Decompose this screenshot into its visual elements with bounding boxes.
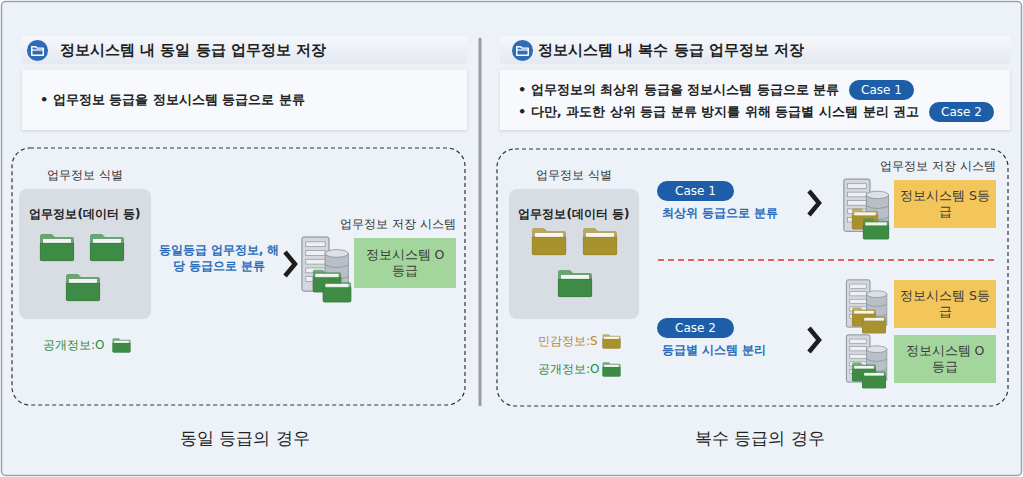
box-text: • 다만, 과도한 상위 등급 분류 방지를 위해 등급별 시스템 분리 권고: [518, 101, 919, 123]
dashed-region: [12, 148, 465, 405]
folder-icon: [40, 234, 74, 261]
box-text: 정보시스템 S등급: [894, 288, 996, 321]
system-box: 업무정보 저장 시스템정보시스템 O등급: [354, 238, 456, 288]
flow-label: 최상위 등급으로 분류: [662, 205, 778, 222]
box-text: Case 2: [663, 318, 728, 338]
chevron-arrow: [809, 191, 819, 215]
chevron-arrow: [285, 252, 295, 276]
folder-icon: [852, 362, 876, 381]
box-text: Case 1: [663, 181, 728, 201]
folder-icon: [863, 219, 889, 240]
folder-icon: [583, 228, 617, 255]
box-heading: 업무정보 식별: [0, 167, 171, 184]
bullet-box: • 업무정보 등급을 정보시스템 등급으로 분류: [22, 70, 467, 130]
box-heading: 업무정보 식별: [489, 167, 659, 184]
header-bar: 정보시스템 내 복수 등급 업무정보 저장: [500, 36, 1010, 64]
case-pill: Case 2: [657, 318, 734, 338]
folder-icon: [862, 369, 886, 388]
box-heading: 업무정보 저장 시스템: [880, 158, 996, 175]
legend-note: 공개정보:O: [43, 337, 105, 354]
box-text: 정보시스템 S등급: [894, 188, 996, 221]
bullet-box: • 업무정보의 최상위 등급을 정보시스템 등급으로 분류• 다만, 과도한 상…: [500, 70, 1010, 130]
panel-caption: 복수 등급의 경우: [660, 427, 860, 450]
folder-icon: [532, 228, 566, 255]
server-icon: [846, 335, 887, 383]
flow-label: 동일등급 업무정보, 해당 등급으로 분류: [158, 242, 280, 274]
case-pill: Case 2: [929, 102, 994, 122]
box-text: Case 1: [849, 80, 914, 100]
folder-icon: [90, 234, 124, 261]
dashed-region: [497, 149, 1008, 406]
server-icon: [846, 280, 887, 328]
folder-icon: [603, 334, 621, 348]
legend-note: 공개정보:O: [538, 361, 600, 378]
box-text: 정보시스템 내 동일 등급 업무정보 저장: [22, 36, 467, 64]
case-pill: Case 1: [657, 181, 734, 201]
legend-note: 민감정보:S: [538, 333, 598, 350]
box-text: 업무정보(데이터 등): [19, 189, 151, 223]
header-icon: [27, 40, 48, 61]
case-pill: Case 1: [849, 80, 914, 100]
folder-icon: [852, 307, 876, 326]
box-heading: 업무정보 저장 시스템: [340, 216, 456, 233]
box-text: 정보시스템 O등급: [354, 247, 456, 280]
folder-icon: [603, 362, 621, 376]
folder-icon: [323, 280, 351, 303]
folder-icon: [558, 270, 592, 297]
folder-icon: [66, 274, 100, 301]
box-text: 업무정보(데이터 등): [509, 189, 639, 223]
system-box: 정보시스템 O등급: [894, 335, 996, 383]
box-text: 정보시스템 O등급: [894, 343, 996, 376]
data-box: 업무정보 식별업무정보(데이터 등): [19, 189, 151, 319]
box-text: 정보시스템 내 복수 등급 업무정보 저장: [500, 36, 1010, 64]
header-bar: 정보시스템 내 동일 등급 업무정보 저장: [22, 36, 467, 64]
panel-separator: [479, 38, 482, 406]
data-box: 업무정보 식별업무정보(데이터 등): [509, 189, 639, 319]
folder-icon: [852, 209, 878, 230]
flow-label: 등급별 시스템 분리: [662, 342, 766, 359]
chevron-arrow: [809, 328, 819, 352]
server-icon: [302, 237, 348, 292]
box-text: Case 2: [929, 102, 994, 122]
folder-icon: [313, 270, 341, 293]
box-text: • 업무정보 등급을 정보시스템 등급으로 분류: [40, 89, 305, 111]
folder-icon: [113, 338, 131, 352]
box-text: • 업무정보의 최상위 등급을 정보시스템 등급으로 분류: [518, 79, 839, 101]
folder-icon: [862, 314, 886, 333]
panel-caption: 동일 등급의 경우: [145, 427, 345, 450]
divider-line: [658, 259, 998, 261]
system-box: 업무정보 저장 시스템정보시스템 S등급: [894, 180, 996, 228]
server-icon: [844, 179, 889, 232]
system-box: 정보시스템 S등급: [894, 280, 996, 328]
header-icon: [512, 40, 533, 61]
